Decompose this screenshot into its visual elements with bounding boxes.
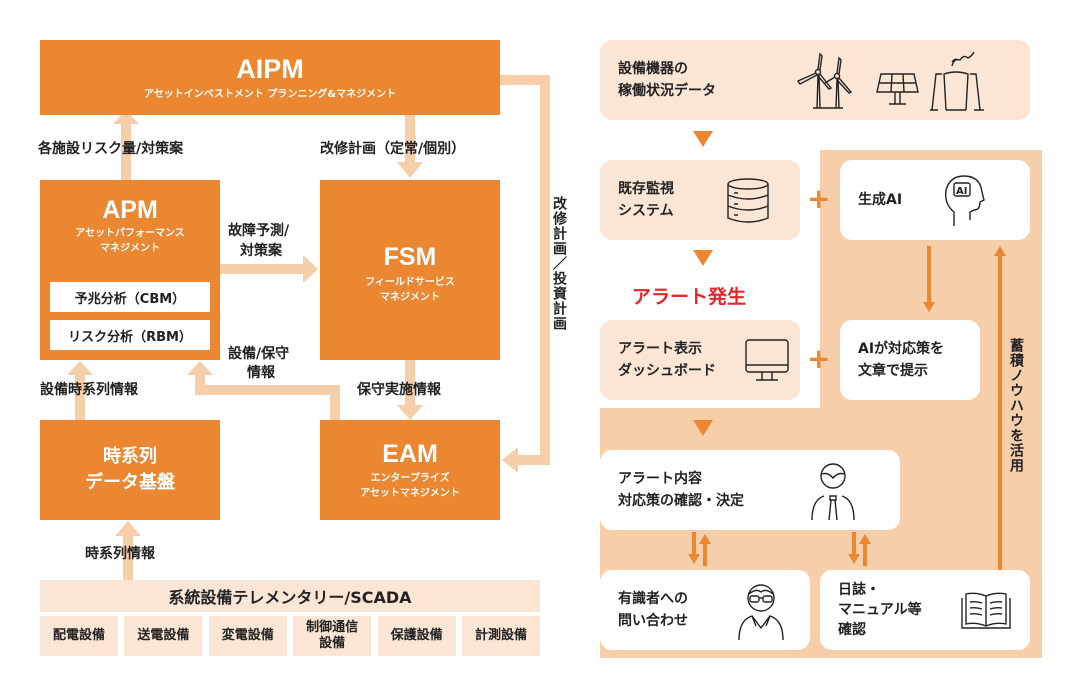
label-equip-maint-2: 情報 <box>247 365 275 381</box>
scada-bar: 系統設備テレメンタリー/SCADA <box>40 580 540 612</box>
arrow-timeseries-to-apm <box>67 361 93 422</box>
database-icon <box>727 178 769 223</box>
fsm-box: FSM フィールドサービス マネジメント <box>320 180 500 360</box>
ai-head-icon: AI <box>944 175 985 226</box>
eam-box: EAM エンタープライズ アセットマネジメント <box>320 420 500 520</box>
manual-line-1: 日誌・ <box>838 582 880 598</box>
aipm-subtitle: アセットインベストメント プランニング&マネジメント <box>143 88 397 100</box>
solar-panel-icon <box>876 73 919 105</box>
flow-arrow-down-2 <box>693 250 713 266</box>
arrow-bidir-manual <box>848 532 871 566</box>
flow-arrow-down-1 <box>693 131 713 147</box>
timeseries-line-1: 時系列 <box>103 446 157 467</box>
arrow-aipm-to-eam-loop <box>500 75 550 473</box>
eam-subtitle-1: エンタープライズ <box>370 472 450 484</box>
equipment-cell: 計測設備 <box>462 616 540 656</box>
label-equip-timeseries: 設備時系列情報 <box>40 382 138 398</box>
plus-icon-2: + <box>807 342 831 375</box>
ai-suggestion-line-2: 文章で提示 <box>858 363 928 379</box>
gen-ai-box: 生成AI AI <box>840 160 1030 240</box>
apm-subtitle-2: マネジメント <box>100 243 160 254</box>
arrow-apm-to-fsm <box>220 255 318 283</box>
fsm-subtitle-1: フィールドサービス <box>365 277 455 288</box>
aipm-title: AIPM <box>236 53 304 84</box>
timeseries-line-2: データ基盤 <box>85 472 175 493</box>
equipment-cell: 保護設備 <box>377 616 456 656</box>
expert-line-2: 問い合わせ <box>618 613 688 629</box>
monitoring-system-box: 既存監視 システム <box>600 160 800 240</box>
label-repair-plan: 改修計画（定常/個別） <box>320 141 466 157</box>
person-icon <box>811 463 855 521</box>
apm-title: APM <box>102 196 158 224</box>
apm-item-cbm: 予兆分析（CBM） <box>50 282 210 312</box>
fsm-title: FSM <box>383 243 437 271</box>
arrow-scada-to-timeseries <box>115 521 141 581</box>
confirm-line-1: アラート内容 <box>618 471 702 487</box>
label-failure-pred-2: 対策案 <box>240 243 282 259</box>
aipm-box: AIPM アセットインベストメント プランニング&マネジメント <box>40 40 500 115</box>
equipment-data-line-2: 稼働状況データ <box>618 83 716 99</box>
arrow-fsm-to-eam <box>397 358 423 420</box>
monitoring-line-2: システム <box>618 203 674 219</box>
timeseries-box: 時系列 データ基盤 <box>40 420 220 520</box>
plus-icon-1: + <box>807 182 831 215</box>
label-vertical-plan: 改修計画／投資計画 <box>551 196 567 331</box>
equipment-data-line-1: 設備機器の <box>618 61 688 77</box>
eam-title: EAM <box>382 439 438 468</box>
confirm-line-2: 対応策の確認・決定 <box>618 493 744 509</box>
equipment-data-box: 設備機器の 稼働状況データ <box>600 40 1030 120</box>
ai-suggestion-line-1: AIが対応策を <box>858 341 945 357</box>
confirm-box: アラート内容 対応策の確認・決定 <box>600 450 900 530</box>
flow-arrow-down-3 <box>693 420 713 436</box>
gen-ai-label: 生成AI <box>858 192 903 208</box>
book-icon <box>961 592 1011 629</box>
label-risk: 各施設リスク量/対策案 <box>38 141 184 157</box>
dashboard-line-1: アラート表示 <box>618 341 702 357</box>
expert-box: 有識者への 問い合わせ <box>600 570 810 650</box>
fsm-subtitle-2: マネジメント <box>380 292 440 303</box>
equipment-cell: 配電設備 <box>40 616 118 656</box>
wind-turbine-icon <box>796 52 853 109</box>
equipment-cell: 送電設備 <box>124 616 203 656</box>
equipment-cell: 変電設備 <box>208 616 287 656</box>
label-maint-done: 保守実施情報 <box>357 382 441 398</box>
arrow-eam-to-apm <box>187 361 340 420</box>
manual-line-3: 確認 <box>838 622 866 638</box>
knowhow-label: 蓄積ノウハウを活用 <box>1008 338 1024 473</box>
expert-icon <box>738 584 784 641</box>
label-timeseries-info: 時系列情報 <box>85 546 155 562</box>
label-equip-maint-1: 設備/保守 <box>228 346 290 362</box>
svg-text:AI: AI <box>956 186 967 197</box>
apm-subtitle-1: アセットパフォーマンス <box>75 228 185 239</box>
arrow-aipm-to-fsm <box>397 115 423 178</box>
arrow-apm-to-aipm <box>113 110 139 182</box>
arrow-knowhow-up <box>994 246 1006 570</box>
monitoring-line-1: 既存監視 <box>618 181 674 197</box>
expert-line-1: 有識者への <box>618 591 688 607</box>
dashboard-box: アラート表示 ダッシュボード <box>600 320 800 400</box>
dashboard-line-2: ダッシュボード <box>618 363 716 379</box>
arrow-ai-down <box>923 246 935 312</box>
alert-heading: アラート発生 <box>632 286 747 308</box>
label-failure-pred-1: 故障予測/ <box>228 223 290 239</box>
apm-item-rbm: リスク分析（RBM） <box>50 320 210 350</box>
eam-subtitle-2: アセットマネジメント <box>360 487 460 499</box>
manual-box: 日誌・ マニュアル等 確認 <box>820 570 1030 650</box>
manual-line-2: マニュアル等 <box>838 602 922 618</box>
equipment-cell: 制御通信 設備 <box>293 616 372 656</box>
ai-suggestion-box: AIが対応策を 文章で提示 <box>840 320 980 400</box>
power-plant-icon <box>930 51 984 111</box>
monitor-icon <box>745 339 789 381</box>
arrow-bidir-expert <box>688 532 711 566</box>
